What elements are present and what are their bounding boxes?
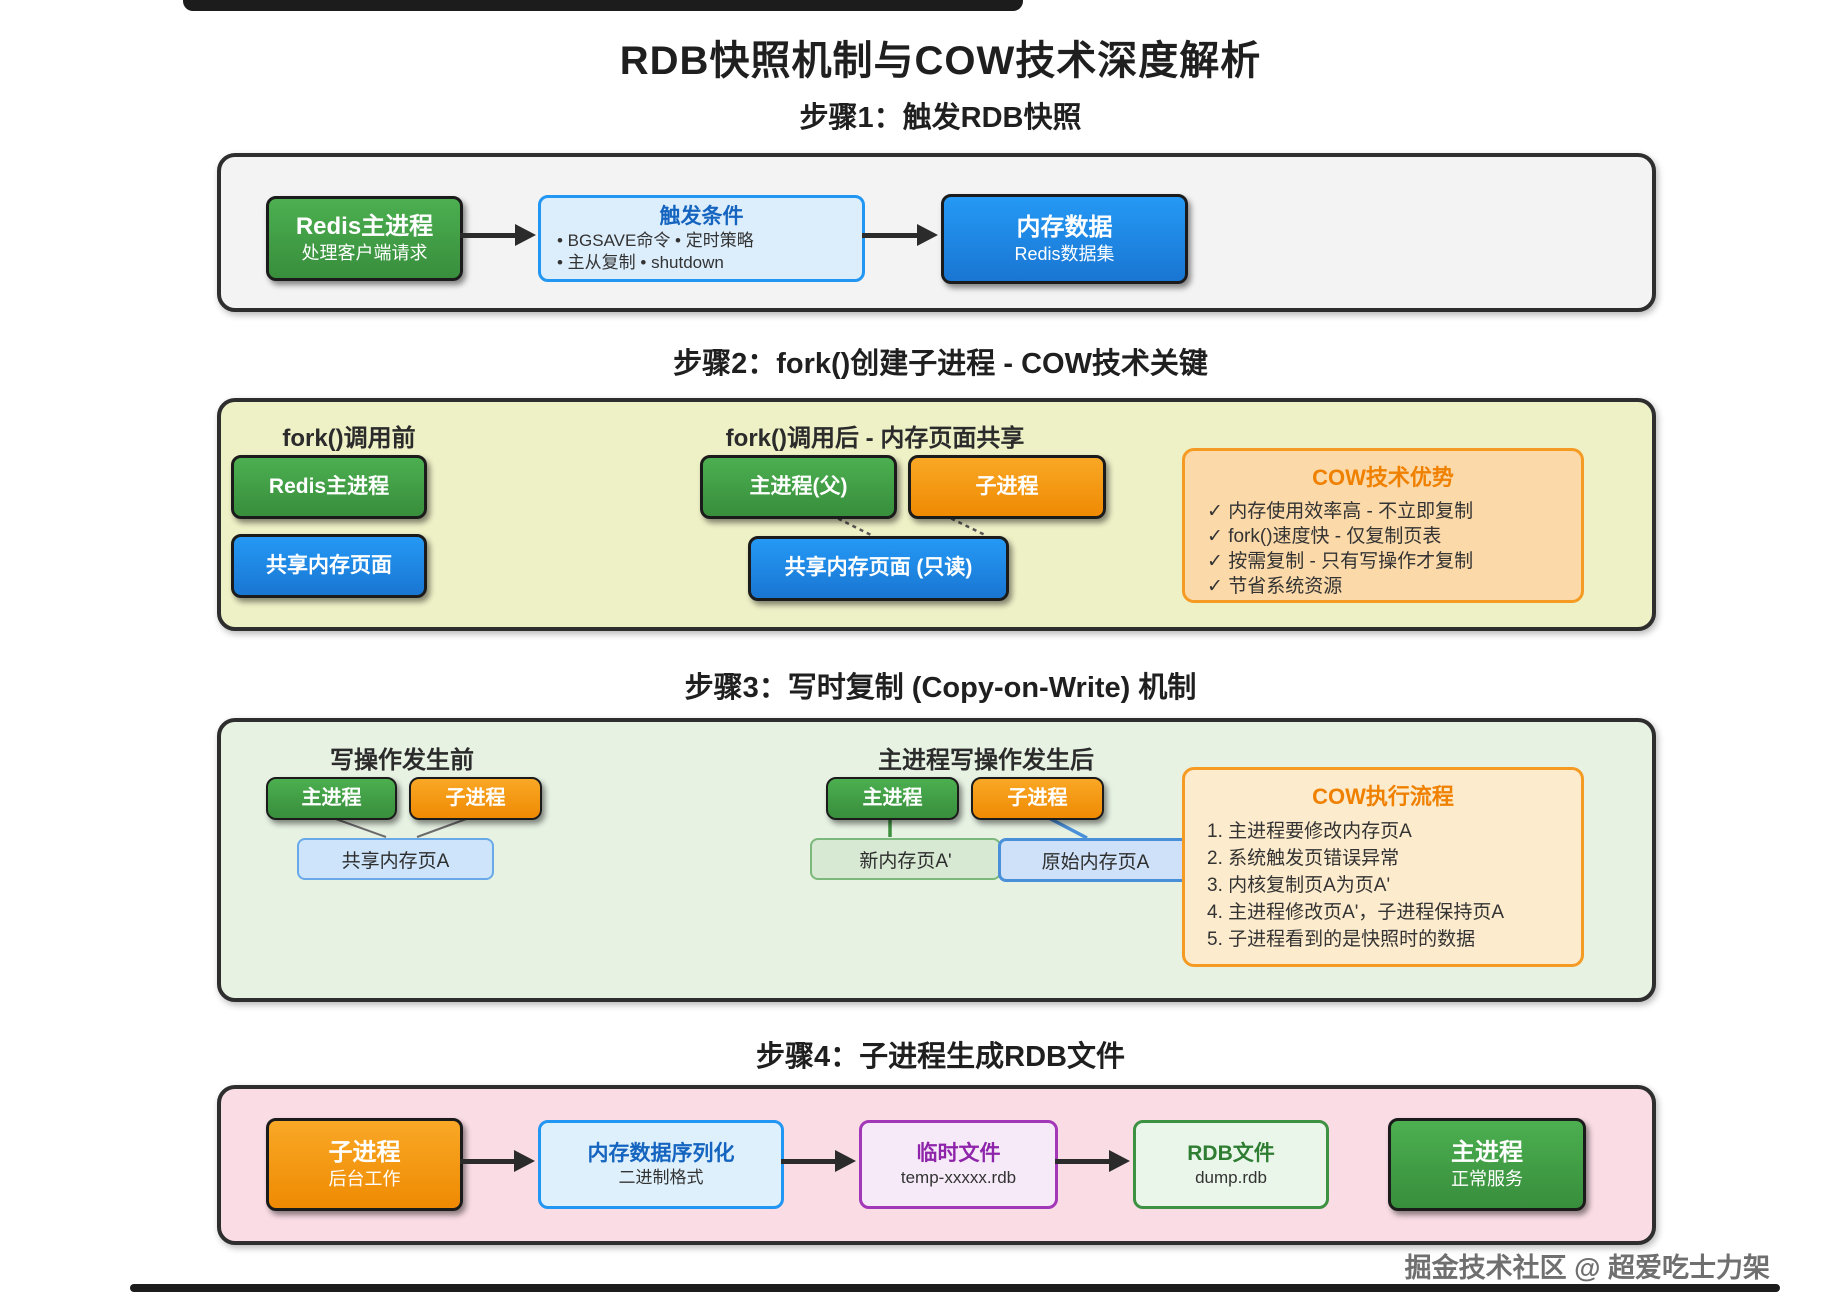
box-subtitle: Redis数据集 xyxy=(1014,243,1115,264)
step1-panel: Redis主进程 处理客户端请求 触发条件 • BGSAVE命令 • 定时策略 … xyxy=(217,153,1656,312)
watermark: 掘金技术社区 @ 超爱吃士力架 xyxy=(1404,1253,1770,1283)
memory-data-box: 内存数据 Redis数据集 xyxy=(941,194,1188,284)
list-item: ✓ 内存使用效率高 - 不立即复制 xyxy=(1207,501,1474,522)
box-title: 触发条件 xyxy=(659,204,744,228)
child-process-box: 子进程 xyxy=(908,455,1106,519)
bottom-crop-artifact xyxy=(130,1284,1780,1292)
step3-panel: 写操作发生前 主进程写操作发生后 主进程 子进程 共享内存页A 主进程 子进程 … xyxy=(217,718,1656,1002)
new-page-box: 新内存页A' xyxy=(810,838,1001,880)
box-subtitle: 处理客户端请求 xyxy=(301,243,428,264)
list-item: 4. 主进程修改页A'，子进程保持页A xyxy=(1207,902,1505,923)
list-item: ✓ fork()速度快 - 仅复制页表 xyxy=(1207,526,1442,547)
list-item: 3. 内核复制页A为页A' xyxy=(1207,875,1391,896)
cow-flow-title: COW执行流程 xyxy=(1312,784,1454,809)
cow-flow-box: COW执行流程 1. 主进程要修改内存页A 2. 系统触发页错误异常 3. 内核… xyxy=(1182,767,1584,967)
list-item: 2. 系统触发页错误异常 xyxy=(1207,848,1400,869)
step4-heading: 步骤4：子进程生成RDB文件 xyxy=(756,1041,1125,1073)
child-process-box: 子进程 xyxy=(971,777,1104,820)
box-title: 内存数据序列化 xyxy=(587,1141,735,1165)
box-subtitle: dump.rdb xyxy=(1195,1168,1267,1188)
main-process-box: 主进程 xyxy=(266,777,397,820)
write-after-label: 主进程写操作发生后 xyxy=(878,747,1094,774)
box-subtitle: 后台工作 xyxy=(328,1169,401,1190)
cow-advantages-list: ✓ 内存使用效率高 - 不立即复制 ✓ fork()速度快 - 仅复制页表 ✓ … xyxy=(1185,499,1581,599)
list-item: ✓ 按需复制 - 只有写操作才复制 xyxy=(1207,551,1474,572)
box-title: Redis主进程 xyxy=(295,213,434,241)
list-item: 5. 子进程看到的是快照时的数据 xyxy=(1207,929,1476,950)
step3-heading: 步骤3：写时复制 (Copy-on-Write) 机制 xyxy=(684,672,1197,704)
child-process-box: 子进程 后台工作 xyxy=(266,1118,463,1211)
box-title: 主进程 xyxy=(1451,1139,1523,1167)
shared-page-a-box: 共享内存页A xyxy=(297,838,494,880)
fork-before-label: fork()调用前 xyxy=(282,425,416,452)
cow-advantages-box: COW技术优势 ✓ 内存使用效率高 - 不立即复制 ✓ fork()速度快 - … xyxy=(1182,448,1584,603)
list-item: 1. 主进程要修改内存页A xyxy=(1207,821,1412,842)
main-process-box: 主进程 xyxy=(826,777,959,820)
temp-file-box: 临时文件 temp-xxxxx.rdb xyxy=(859,1120,1058,1209)
box-subtitle: temp-xxxxx.rdb xyxy=(900,1168,1017,1188)
serialize-box: 内存数据序列化 二进制格式 xyxy=(538,1120,784,1209)
arrow-right-icon xyxy=(460,1149,535,1173)
box-title: 临时文件 xyxy=(916,1141,1001,1165)
main-process-box: 主进程 正常服务 xyxy=(1388,1118,1586,1211)
trigger-conditions-box: 触发条件 • BGSAVE命令 • 定时策略 • 主从复制 • shutdown xyxy=(538,195,865,282)
redis-main-process-box: Redis主进程 xyxy=(231,455,427,519)
original-page-box: 原始内存页A xyxy=(998,838,1193,882)
box-title: 内存数据 xyxy=(1016,213,1113,241)
redis-main-process-box: Redis主进程 处理客户端请求 xyxy=(266,196,463,281)
box-subtitle: 正常服务 xyxy=(1451,1169,1523,1190)
list-item: ✓ 节省系统资源 xyxy=(1207,576,1343,597)
rdb-file-box: RDB文件 dump.rdb xyxy=(1133,1120,1329,1209)
arrow-right-icon xyxy=(1055,1149,1130,1173)
top-crop-artifact xyxy=(183,0,1023,11)
box-title: RDB文件 xyxy=(1187,1141,1275,1165)
trigger-line-1: • BGSAVE命令 • 定时策略 xyxy=(557,231,754,251)
fork-after-label: fork()调用后 - 内存页面共享 xyxy=(725,425,1025,452)
write-before-label: 写操作发生前 xyxy=(330,747,474,774)
step4-panel: 子进程 后台工作 内存数据序列化 二进制格式 临时文件 temp-xxxxx.r… xyxy=(217,1085,1656,1245)
cow-flow-list: 1. 主进程要修改内存页A 2. 系统触发页错误异常 3. 内核复制页A为页A'… xyxy=(1185,818,1581,953)
step2-panel: fork()调用前 fork()调用后 - 内存页面共享 Redis主进程 共享… xyxy=(217,398,1656,631)
shared-memory-readonly-box: 共享内存页面 (只读) xyxy=(748,536,1009,601)
arrow-right-icon xyxy=(460,223,536,247)
child-process-box: 子进程 xyxy=(409,777,542,820)
shared-memory-box: 共享内存页面 xyxy=(231,534,427,598)
step1-heading: 步骤1：触发RDB快照 xyxy=(799,102,1082,134)
trigger-line-2: • 主从复制 • shutdown xyxy=(557,253,724,273)
parent-process-box: 主进程(父) xyxy=(700,455,897,519)
arrow-right-icon xyxy=(862,223,938,247)
arrow-right-icon xyxy=(781,1149,856,1173)
step2-heading: 步骤2：fork()创建子进程 - COW技术关键 xyxy=(673,348,1208,380)
box-title: 子进程 xyxy=(328,1139,401,1167)
page-title: RDB快照机制与COW技术深度解析 xyxy=(619,39,1262,83)
cow-advantages-title: COW技术优势 xyxy=(1312,465,1454,490)
box-subtitle: 二进制格式 xyxy=(618,1168,704,1188)
